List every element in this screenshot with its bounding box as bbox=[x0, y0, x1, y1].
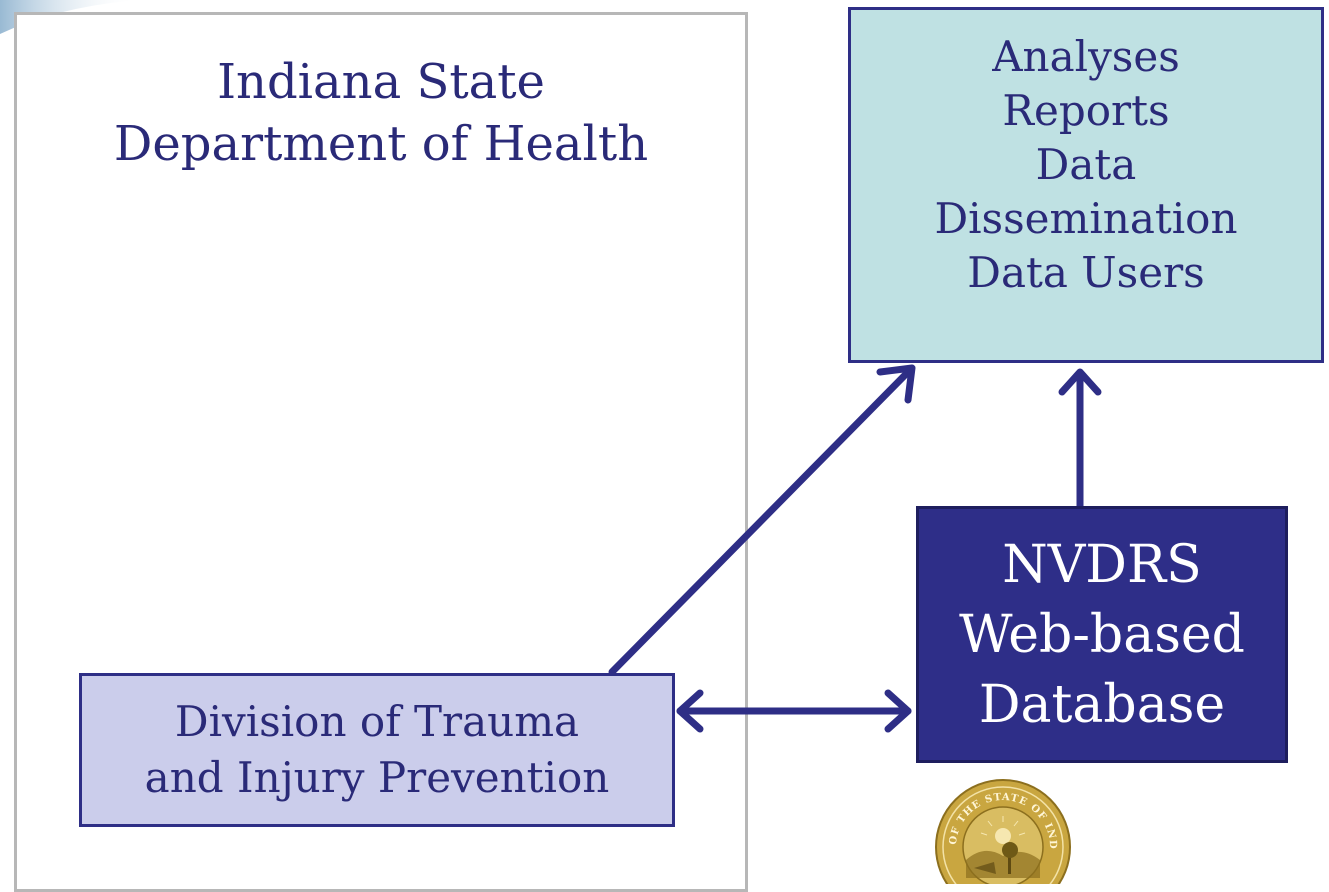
outputs-line-reports: Reports bbox=[1002, 86, 1170, 135]
division-line-1: Division of Trauma bbox=[174, 697, 580, 746]
outputs-line-dissemination: Dissemination bbox=[934, 194, 1238, 243]
outputs-box: Analyses Reports Data Dissemination Data… bbox=[848, 7, 1324, 363]
outputs-line-analyses: Analyses bbox=[992, 32, 1180, 81]
nvdrs-line-2: Web-based bbox=[959, 604, 1245, 665]
outputs-line-data: Data bbox=[1035, 140, 1137, 189]
nvdrs-line-1: NVDRS bbox=[1002, 534, 1202, 595]
division-line-2: and Injury Prevention bbox=[144, 753, 610, 802]
nvdrs-line-3: Database bbox=[978, 674, 1226, 735]
isdh-title-line-2: Department of Health bbox=[113, 116, 649, 172]
outputs-line-data-users: Data Users bbox=[967, 248, 1205, 297]
division-box: Division of Trauma and Injury Prevention bbox=[79, 673, 675, 827]
isdh-title-line-1: Indiana State bbox=[217, 54, 545, 110]
nvdrs-box: NVDRS Web-based Database bbox=[916, 506, 1288, 763]
indiana-state-seal: SEAL OF THE STATE OF INDIANA bbox=[934, 778, 1072, 884]
